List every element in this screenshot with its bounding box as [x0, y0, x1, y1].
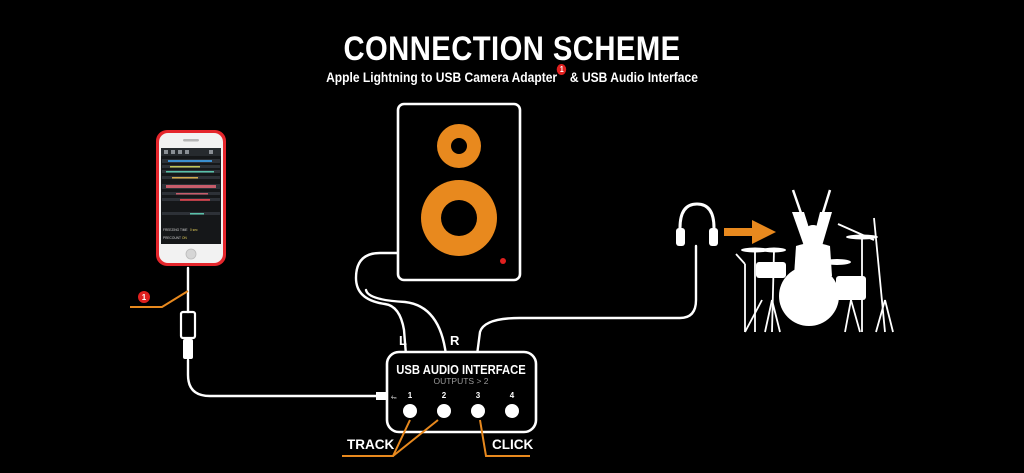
usb-cable	[186, 358, 380, 398]
output-jack-label: 1	[408, 391, 413, 400]
track-label: TRACK	[347, 437, 394, 452]
tweeter-center	[451, 138, 467, 154]
speaker-cable-left	[354, 251, 408, 357]
app-toolbar-icons	[164, 150, 213, 154]
interface-title: USB AUDIO INTERFACE	[396, 362, 525, 377]
home-button	[185, 248, 197, 260]
output-jack-3	[471, 404, 485, 418]
usb-plug	[183, 339, 193, 359]
output-jacks: 1 2 3 4	[403, 391, 519, 418]
arrow-right-icon	[724, 220, 776, 244]
studio-monitor-speaker	[396, 102, 522, 282]
output-jack-label: 3	[476, 391, 481, 400]
app-tracks	[162, 159, 220, 215]
drummer-silhouette	[735, 189, 894, 333]
callout-badge	[138, 291, 150, 303]
headphone-cable	[475, 244, 698, 357]
phone-speaker-slot	[183, 139, 199, 142]
output-jack-2	[437, 404, 451, 418]
click-label: CLICK	[492, 437, 533, 452]
output-jack-label: 4	[510, 391, 515, 400]
adapter-callout: 1	[130, 290, 189, 308]
power-led	[500, 258, 506, 264]
app-setting-precount-value: ON	[182, 236, 187, 240]
phone-screen	[161, 148, 221, 244]
adapter-body	[179, 310, 197, 340]
page-title: CONNECTION SCHEME	[343, 30, 681, 68]
app-toolbar	[161, 148, 221, 156]
output-jack-label: 2	[442, 391, 447, 400]
output-labels: TRACK CLICK	[342, 419, 533, 457]
subtitle-callout-badge: 1	[557, 64, 567, 75]
lightning-usb-adapter	[179, 310, 197, 359]
speaker-right-label: R	[450, 333, 460, 348]
iphone: FREEZING TIME 0 sec PRECOUNT ON	[156, 130, 226, 266]
usb-port	[376, 392, 388, 400]
callout-leader	[130, 290, 189, 308]
output-jack-1	[403, 404, 417, 418]
usb-audio-interface: USB AUDIO INTERFACE OUTPUTS > 2 ⭋ 1 2 3 4	[376, 350, 538, 434]
output-jack-4	[505, 404, 519, 418]
app-setting-freezing-label: FREEZING TIME	[163, 228, 188, 232]
callout-badge-label: 1	[142, 293, 147, 302]
speaker-cable-right	[364, 288, 448, 357]
cables	[186, 244, 698, 398]
headphones-icon	[676, 202, 718, 246]
track-leader-2	[392, 419, 439, 457]
subtitle-interface: & USB Audio Interface	[566, 69, 698, 85]
click-leader	[479, 419, 530, 457]
usb-symbol: ⭋	[391, 393, 397, 401]
app-setting-precount-label: PRECOUNT	[163, 236, 181, 240]
subtitle-adapter: Apple Lightning to USB Camera Adapter	[326, 69, 558, 85]
interface-subtitle: OUTPUTS > 2	[433, 376, 488, 386]
woofer-center	[441, 200, 477, 236]
app-setting-freezing-value: 0 sec	[190, 228, 198, 232]
speaker-left-label: L	[399, 333, 407, 348]
